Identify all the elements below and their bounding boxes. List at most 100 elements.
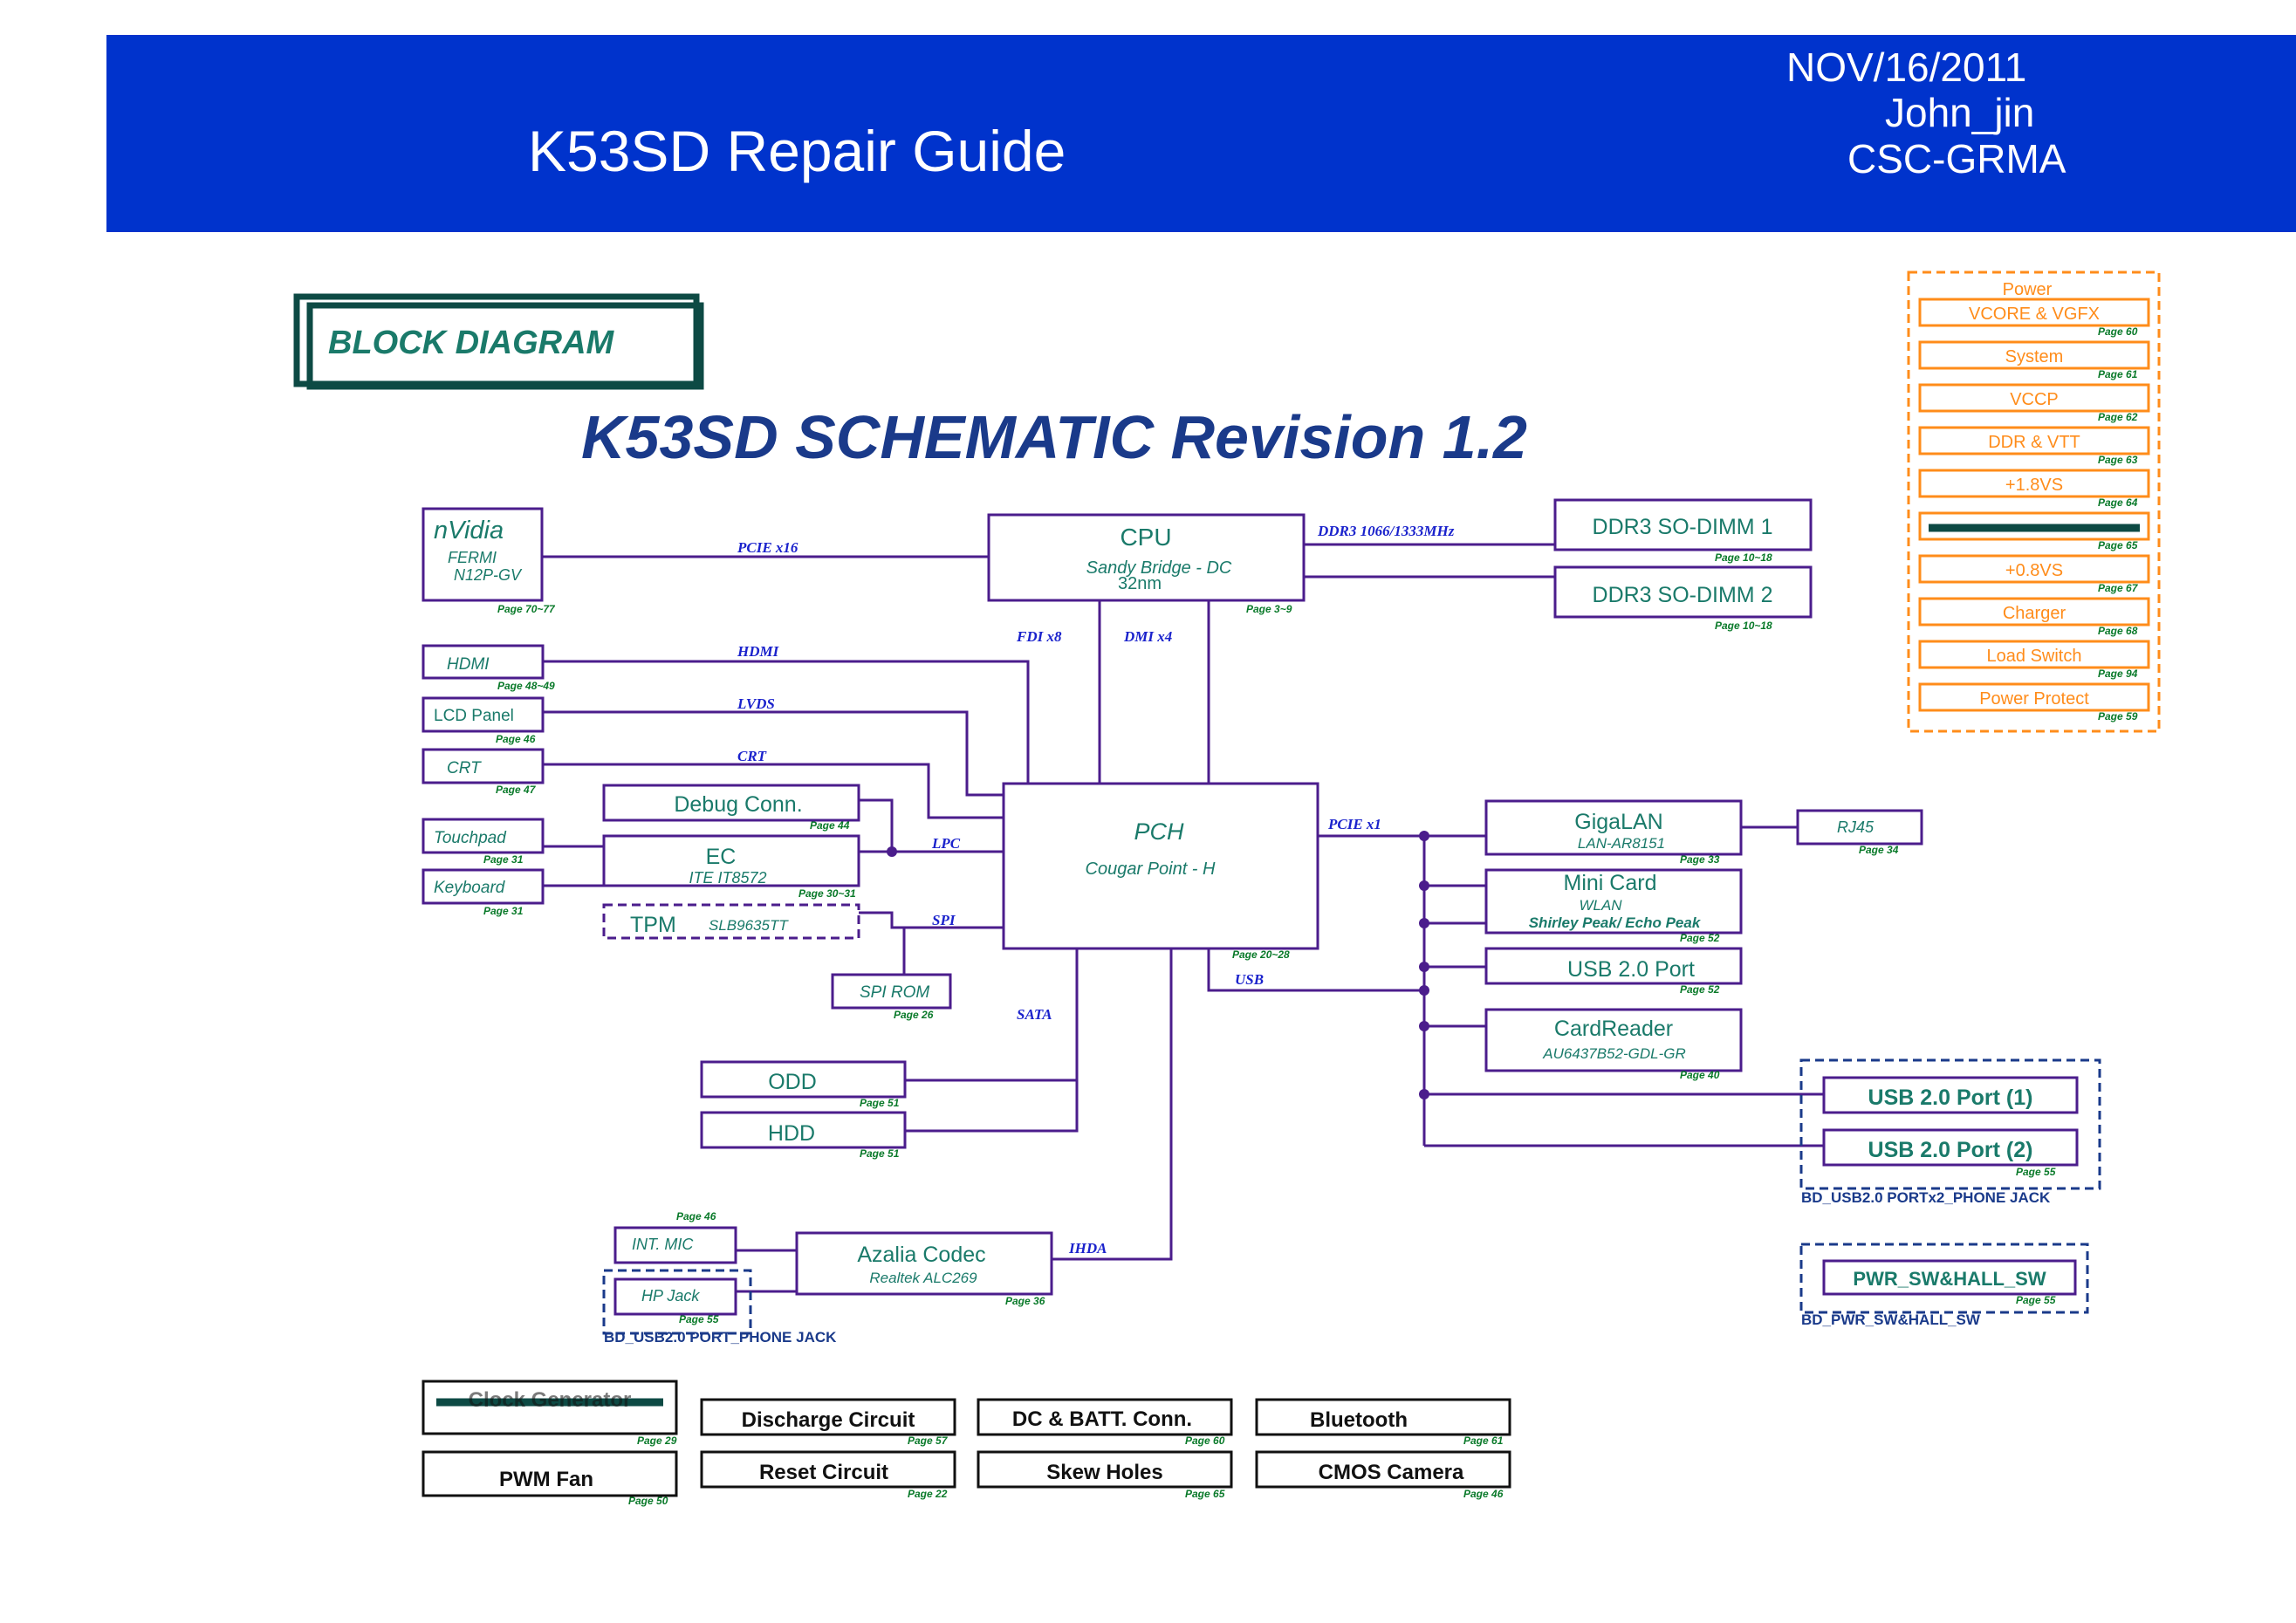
touchpad-name: Touchpad [434, 829, 507, 847]
skew-name: Skew Holes [1046, 1461, 1162, 1484]
bus-pcie-x16: PCIE x16 [737, 539, 798, 556]
ec-sub: ITE IT8572 [689, 869, 766, 887]
discharge-name: Discharge Circuit [742, 1408, 915, 1432]
usb1-block: USB 2.0 Port (1) [1822, 1076, 2079, 1114]
pwmfan-block: PWM Fan Page 50 [422, 1450, 678, 1507]
intmic-page: Page 46 [676, 1210, 716, 1222]
minicard-block: Mini Card WLAN Shirley Peak/ Echo Peak P… [1484, 868, 1743, 944]
pch-name: PCH [1134, 818, 1184, 845]
power-item-label: Power Protect [1979, 689, 2089, 709]
bus-dmi: DMI x4 [1123, 628, 1172, 645]
usb-note: BD_USB2.0 PORTx2_PHONE JACK [1801, 1189, 2051, 1206]
power-item-page: Page 94 [2098, 668, 2138, 680]
header-dept: CSC-GRMA [1847, 136, 2066, 181]
pwmfan-page: Page 50 [628, 1495, 668, 1507]
usb2-block: USB 2.0 Port (2) Page 55 [1822, 1128, 2079, 1178]
header-banner: K53SD Repair Guide NOV/16/2011 John_jin … [106, 35, 2296, 232]
rj45-page: Page 34 [1859, 844, 1899, 856]
pwmfan-name: PWM Fan [499, 1468, 593, 1491]
dimm2-block: DDR3 SO-DIMM 2 Page 10~18 [1553, 565, 1813, 632]
usb-ports-dashed-frame [1799, 1058, 2101, 1190]
tpm-sub: SLB9635TT [709, 917, 789, 934]
skew-page: Page 65 [1185, 1488, 1225, 1500]
gpu-sub1: FERMI [448, 549, 497, 566]
page-title: K53SD Repair Guide [528, 119, 1066, 183]
azalia-page: Page 36 [1005, 1295, 1045, 1307]
crt-page: Page 47 [496, 784, 537, 796]
spirom-page: Page 26 [894, 1009, 934, 1021]
hdmi-page: Page 48~49 [497, 680, 555, 692]
reset-name: Reset Circuit [759, 1461, 888, 1484]
phone-jack-note: BD_USB2.0 PORT_PHONE JACK [604, 1329, 837, 1346]
discharge-page: Page 57 [908, 1435, 949, 1447]
hdmi-name: HDMI [447, 655, 490, 674]
header-date: NOV/16/2011 [1786, 45, 2027, 90]
pwrsw-note: BD_PWR_SW&HALL_SW [1801, 1311, 1981, 1328]
intmic-name: INT. MIC [632, 1236, 694, 1253]
hpjack-name: HP Jack [641, 1287, 700, 1305]
minicard-sub2: Shirley Peak/ Echo Peak [1529, 914, 1702, 931]
power-item-label: VCCP [2010, 390, 2059, 409]
bus-sata: SATA [1017, 1006, 1052, 1023]
bus-usb: USB [1235, 971, 1264, 988]
pwrsw-name: PWR_SW&HALL_SW [1853, 1268, 2046, 1290]
cpu-name: CPU [1120, 524, 1171, 551]
junction-dots [887, 831, 1429, 1099]
gpu-block: nVidia FERMI N12P-GV Page 70~77 [422, 507, 556, 615]
tpm-name: TPM [630, 913, 676, 937]
odd-name: ODD [768, 1070, 817, 1094]
lcd-name: LCD Panel [434, 707, 514, 725]
header-author: John_jin [1885, 90, 2035, 135]
hpjack-page: Page 55 [679, 1313, 719, 1325]
gpu-sub2: N12P-GV [454, 566, 523, 584]
gigalan-block: GigaLAN LAN-AR8151 Page 33 [1484, 799, 1743, 866]
pwrsw-dashed-frame [1799, 1243, 2089, 1314]
pch-sub: Cougar Point - H [1086, 859, 1217, 879]
power-item-label: +0.8VS [2005, 561, 2063, 580]
power-item-label: Load Switch [1987, 647, 2082, 666]
power-item-page: Page 60 [2098, 325, 2138, 338]
usbport-page: Page 52 [1680, 983, 1720, 996]
usbport-name: USB 2.0 Port [1567, 957, 1695, 982]
gigalan-page: Page 33 [1680, 853, 1720, 866]
usb1-name: USB 2.0 Port (1) [1868, 1085, 2033, 1110]
power-item-label: +1.8VS [2005, 476, 2063, 495]
usb2-name: USB 2.0 Port (2) [1868, 1138, 2033, 1162]
dimm1-page: Page 10~18 [1715, 551, 1772, 564]
pwrsw-page: Page 55 [2016, 1294, 2056, 1306]
odd-block: ODD Page 51 [700, 1060, 907, 1109]
power-item: +0.8VS Page 67 [1918, 554, 2150, 594]
block-diagram-badge: BLOCK DIAGRAM [293, 293, 704, 390]
clock-block: Clock Generator Page 29 [422, 1380, 678, 1447]
bus-pcie-x1: PCIE x1 [1327, 816, 1381, 832]
clock-page: Page 29 [637, 1435, 677, 1447]
ec-name: EC [706, 845, 737, 869]
hpjack-block: HP Jack Page 55 [613, 1277, 737, 1325]
cmos-page: Page 46 [1463, 1488, 1504, 1500]
bus-crt: CRT [737, 748, 767, 764]
hdd-block: HDD Page 51 [700, 1111, 907, 1160]
cpu-sub2: 32nm [1118, 574, 1162, 593]
gigalan-name: GigaLAN [1574, 810, 1662, 834]
debug-block: Debug Conn. Page 44 [602, 784, 860, 832]
cpu-page: Page 3~9 [1246, 603, 1292, 615]
cmos-name: CMOS Camera [1319, 1461, 1464, 1484]
spirom-block: SPI ROM Page 26 [831, 973, 952, 1021]
touchpad-page: Page 31 [483, 853, 524, 866]
gpu-name: nVidia [434, 517, 504, 544]
hdd-page: Page 51 [860, 1147, 900, 1160]
touchpad-block: Touchpad Page 31 [422, 818, 545, 866]
bluetooth-block: Bluetooth Page 61 [1255, 1398, 1511, 1447]
keyboard-page: Page 31 [483, 905, 524, 917]
power-item-page: Page 67 [2098, 582, 2139, 594]
badge-label: BLOCK DIAGRAM [328, 325, 615, 361]
reset-block: Reset Circuit Page 22 [700, 1450, 956, 1500]
power-item-page: Page 64 [2098, 496, 2138, 509]
dimm2-name: DDR3 SO-DIMM 2 [1593, 583, 1773, 607]
minicard-name: Mini Card [1564, 871, 1657, 895]
gpu-page: Page 70~77 [497, 603, 556, 615]
cardreader-sub: AU6437B52-GDL-GR [1542, 1045, 1685, 1062]
